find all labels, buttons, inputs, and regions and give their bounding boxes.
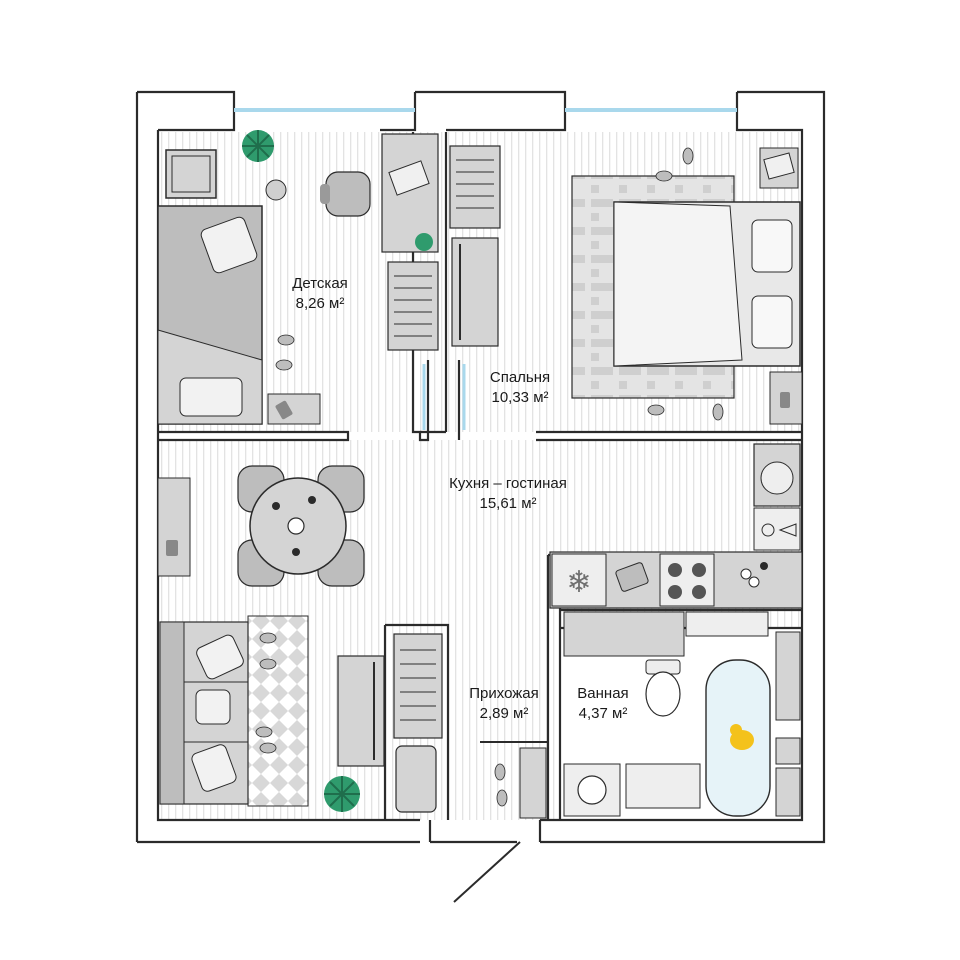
snowflake-icon: ❄ <box>566 565 591 600</box>
bath-shelf <box>563 611 685 657</box>
bedroom-wardrobe <box>449 145 501 229</box>
pillow-top <box>751 219 793 273</box>
kids-room-area: 8,26 м² <box>295 295 345 312</box>
phone-icon-bedroom <box>780 392 790 408</box>
label-bathroom: Ванная 4,37 м² <box>560 684 646 724</box>
dishwasher <box>753 507 801 551</box>
wall-kids-closet <box>411 132 461 442</box>
tv-cabinet-living <box>337 655 385 767</box>
hall-wardrobe <box>393 633 443 739</box>
towel-rail <box>775 631 801 721</box>
kids-nightstand <box>267 393 321 425</box>
kids-pillow-bottom <box>179 377 243 417</box>
living-rug <box>247 615 309 807</box>
small-plant-icon <box>415 233 433 251</box>
hallway-furniture <box>393 633 548 903</box>
bedroom-name: Спальня <box>489 369 551 386</box>
wall-hall <box>383 623 450 820</box>
wall-kids-living <box>158 430 802 442</box>
bedroom-area: 10,33 м² <box>491 389 549 406</box>
slippers-icon-bedroom <box>682 147 694 165</box>
laptop-icon <box>388 160 430 196</box>
bedroom-furniture <box>571 147 803 425</box>
pouf <box>395 745 437 813</box>
pillow-bottom <box>751 295 793 349</box>
bathroom-area: 4,37 м² <box>578 705 628 722</box>
dining-set <box>237 465 365 587</box>
closet-area <box>381 133 501 430</box>
slippers-icon <box>277 334 295 346</box>
bathroom-fixtures <box>563 611 801 817</box>
slippers-icon-living <box>259 632 277 644</box>
label-kids: Детская 8,26 м² <box>268 274 372 314</box>
entrance-door <box>453 841 521 903</box>
plant-icon <box>242 130 274 162</box>
ball-icon <box>265 179 287 201</box>
slippers-icon-hall <box>494 763 506 781</box>
laptop-icon-bedroom <box>763 152 795 180</box>
fridge <box>551 553 607 607</box>
kids-room-name: Детская <box>292 275 348 292</box>
bath-sink <box>625 763 701 809</box>
label-kitchen-living: Кухня – гостиная 15,61 м² <box>410 474 606 514</box>
plant-icon-living <box>324 776 360 812</box>
bathroom-name: Ванная <box>577 685 629 702</box>
office-chair-icon <box>320 171 371 217</box>
spice-icon <box>740 568 752 580</box>
label-hallway: Прихожая 2,89 м² <box>448 684 560 724</box>
tv-stand <box>451 237 499 347</box>
burner-icon <box>668 563 682 577</box>
hallway-area: 2,89 м² <box>479 705 529 722</box>
cutting-board-icon <box>615 562 649 592</box>
kitchen: ❄ <box>549 443 803 609</box>
desk <box>381 133 439 253</box>
walls <box>135 90 826 844</box>
kids-pillow-top <box>200 216 258 274</box>
shoe-rack <box>519 747 547 819</box>
kids-wardrobe <box>387 261 439 351</box>
kids-room-furniture <box>157 130 371 425</box>
kitchen-living-name: Кухня – гостиная <box>449 475 567 492</box>
inner-outline <box>156 92 804 842</box>
sofa <box>159 621 249 805</box>
stove <box>659 553 715 607</box>
living-side-table <box>157 477 191 577</box>
hallway-name: Прихожая <box>469 685 539 702</box>
kids-shelf <box>165 149 217 199</box>
living-room-furniture <box>157 465 385 812</box>
kitchen-living-area: 15,61 м² <box>479 495 537 512</box>
phone-icon <box>275 400 293 420</box>
label-bedroom: Спальня 10,33 м² <box>468 368 572 408</box>
